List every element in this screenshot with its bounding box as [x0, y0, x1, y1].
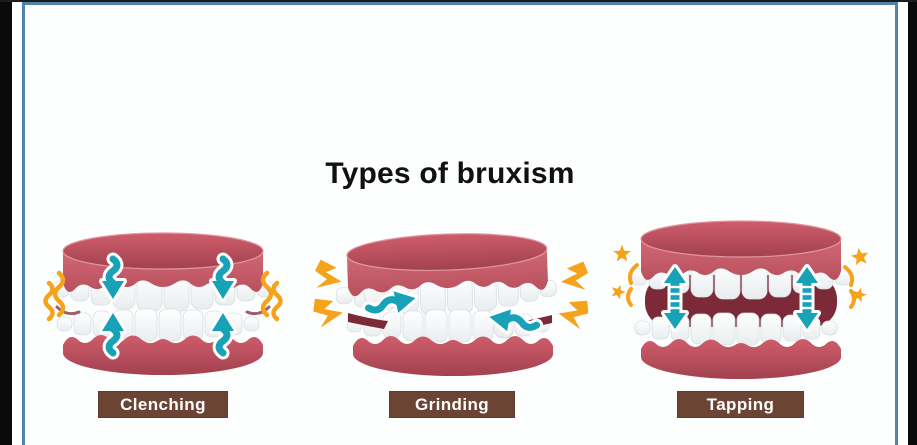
- tapping-label: Tapping: [677, 391, 804, 418]
- right-black-border: [908, 0, 917, 445]
- page-title: Types of bruxism: [325, 157, 575, 190]
- impact-stars-icon: [609, 244, 870, 309]
- tap-double-arrows-icon: [661, 264, 821, 332]
- grinding-label: Grinding: [389, 391, 515, 418]
- tapping-denture: [630, 220, 852, 379]
- tapping-illustration: [609, 220, 870, 379]
- grinding-illustration: [311, 230, 590, 376]
- top-black-border: [0, 0, 917, 2]
- illustration-card: Types of bruxism: [22, 2, 898, 445]
- vibration-squiggle-icon: [43, 270, 283, 322]
- grind-motion-arrows-icon: [362, 288, 544, 335]
- clench-pressure-arrows-icon: [99, 252, 237, 360]
- left-black-border: [0, 0, 12, 445]
- clenching-denture: [52, 232, 274, 375]
- clenching-label: Clenching: [98, 391, 228, 418]
- clenching-illustration: [43, 232, 283, 375]
